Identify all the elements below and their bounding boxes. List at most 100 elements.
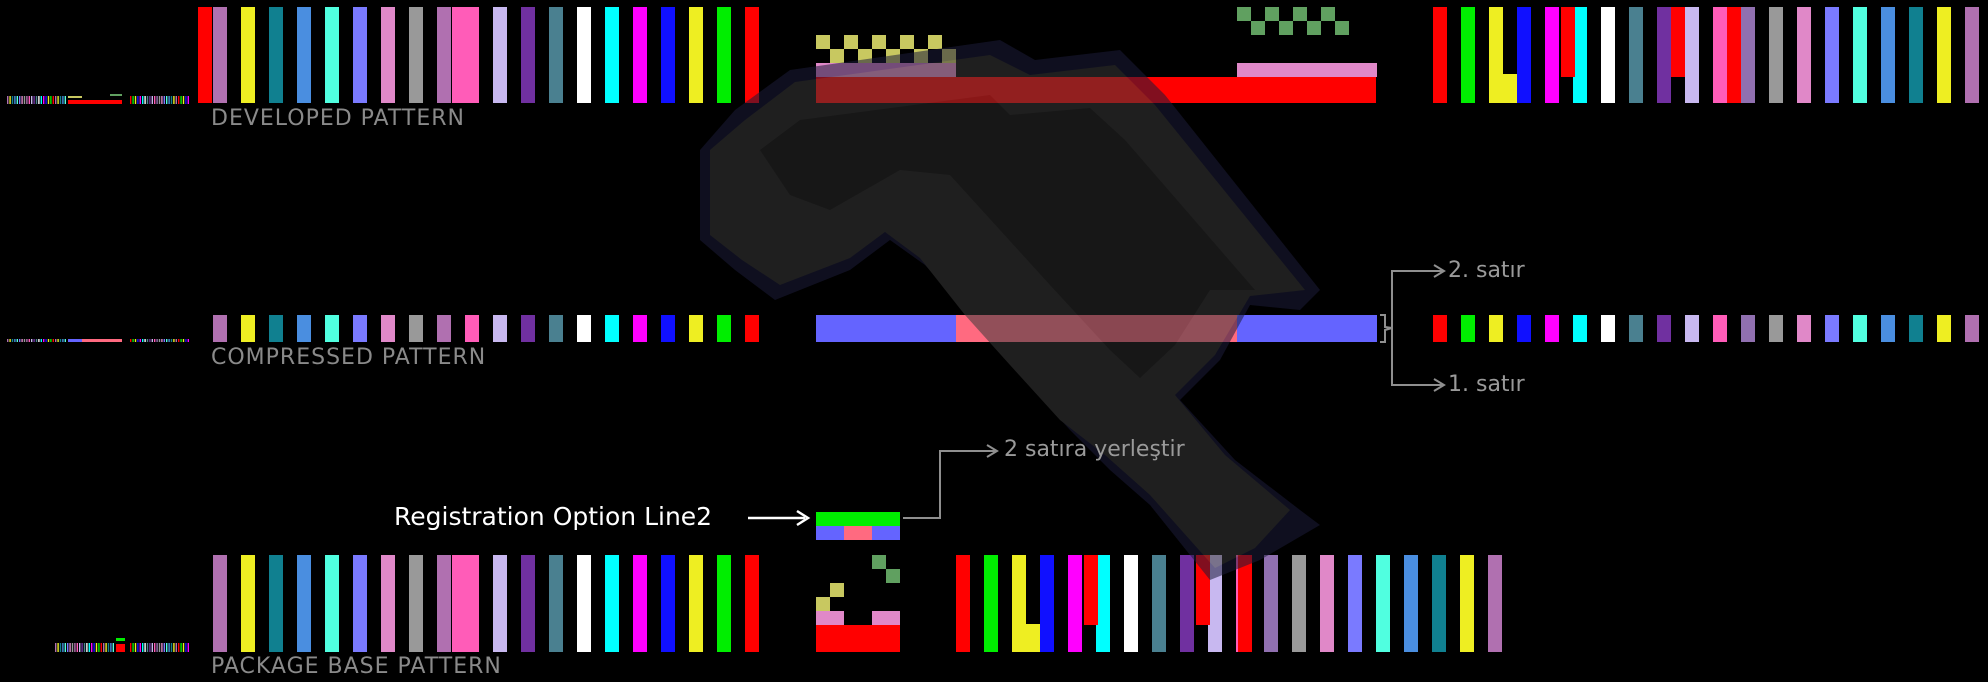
base-stripe bbox=[1238, 555, 1252, 652]
comp-bar-blue bbox=[1237, 315, 1377, 342]
base-stripe bbox=[1432, 555, 1446, 652]
thumb-stripe bbox=[159, 643, 160, 652]
dev-stripe bbox=[1713, 7, 1727, 103]
thumb-stripe bbox=[103, 643, 104, 652]
package-base-pattern-row bbox=[213, 512, 1502, 652]
thumb-stripe bbox=[171, 96, 172, 104]
base-stripe bbox=[633, 555, 647, 652]
watermark-logo bbox=[700, 40, 1320, 580]
comp-stripe bbox=[409, 315, 423, 342]
comp-stripe bbox=[1825, 315, 1839, 342]
thumb-stripe bbox=[132, 643, 133, 652]
dev-stripe bbox=[1853, 7, 1867, 103]
comp-stripe bbox=[745, 315, 759, 342]
comp-stripe bbox=[1881, 315, 1895, 342]
thumb-stripe bbox=[156, 339, 157, 342]
thumb-stripe bbox=[168, 643, 169, 652]
thumb-stripe bbox=[166, 643, 167, 652]
base-stripe bbox=[661, 555, 675, 652]
thumb-stripe bbox=[144, 96, 145, 104]
thumb-stripe bbox=[164, 96, 165, 104]
thumb-stripe bbox=[178, 643, 179, 652]
dev-stripe bbox=[1461, 7, 1475, 103]
checker-cell bbox=[872, 35, 886, 49]
thumb-stripe bbox=[57, 339, 58, 342]
base-stripe bbox=[689, 555, 703, 652]
thumb-stripe bbox=[185, 96, 186, 104]
dev-stripe bbox=[1629, 7, 1643, 103]
thumb-stripe bbox=[9, 96, 10, 104]
thumb-stripe bbox=[147, 643, 148, 652]
thumb-stripe bbox=[65, 643, 66, 652]
thumb-stripe bbox=[41, 96, 42, 104]
dev-block bbox=[1237, 63, 1377, 77]
thumb-stripe bbox=[149, 339, 150, 342]
dev-stripe bbox=[521, 7, 535, 103]
checker-cell bbox=[844, 35, 858, 49]
thumb-stripe bbox=[147, 96, 148, 104]
comp-stripe bbox=[717, 315, 731, 342]
thumb-stripe bbox=[33, 96, 34, 104]
thumb-stripe bbox=[65, 96, 66, 104]
comp-stripe bbox=[633, 315, 647, 342]
comp-stripe bbox=[1461, 315, 1475, 342]
thumb-stripe bbox=[21, 339, 22, 342]
comp-stripe bbox=[1545, 315, 1559, 342]
checker-cell bbox=[1321, 7, 1335, 21]
thumb-block bbox=[68, 100, 122, 104]
base-block bbox=[830, 583, 844, 597]
thumb-stripe bbox=[178, 96, 179, 104]
base-stripe bbox=[1460, 555, 1474, 652]
thumb-stripe bbox=[45, 96, 46, 104]
thumb-stripe bbox=[69, 643, 70, 652]
thumb-stripe bbox=[96, 643, 97, 652]
thumb-block bbox=[116, 638, 125, 641]
dev-stripe bbox=[493, 7, 507, 103]
base-stripe bbox=[493, 555, 507, 652]
dev-stripe bbox=[717, 7, 731, 103]
comp-stripe bbox=[465, 315, 479, 342]
thumb-stripe bbox=[183, 96, 184, 104]
dev-stripe bbox=[1909, 7, 1923, 103]
thumb-stripe bbox=[188, 96, 189, 104]
base-stripe bbox=[1068, 555, 1082, 652]
compressed-pattern-label: COMPRESSED PATTERN bbox=[211, 345, 486, 370]
thumb-stripe bbox=[55, 339, 56, 342]
thumb-stripe bbox=[178, 339, 179, 342]
comp-stripe bbox=[269, 315, 283, 342]
thumb-stripe bbox=[188, 339, 189, 342]
base-stripe bbox=[1084, 555, 1098, 625]
base-stripe bbox=[297, 555, 311, 652]
base-stripe bbox=[1096, 555, 1110, 652]
dev-stripe bbox=[1797, 7, 1811, 103]
thumb-stripe bbox=[130, 643, 131, 652]
checker-cell bbox=[900, 35, 914, 49]
thumb-block bbox=[116, 644, 125, 652]
thumb-stripe bbox=[132, 339, 133, 342]
thumb-stripe bbox=[144, 339, 145, 342]
thumb-stripe bbox=[140, 96, 141, 104]
thumb-stripe bbox=[81, 643, 82, 652]
dev-stripe bbox=[605, 7, 619, 103]
base-stripe bbox=[269, 555, 283, 652]
thumb-stripe bbox=[188, 643, 189, 652]
dev-stripe bbox=[1561, 7, 1575, 77]
comp-stripe bbox=[605, 315, 619, 342]
comp-stripe bbox=[1769, 315, 1783, 342]
dev-stripe bbox=[1937, 7, 1951, 103]
thumb-stripe bbox=[185, 643, 186, 652]
arrow-place bbox=[903, 451, 995, 518]
thumb-stripe bbox=[166, 339, 167, 342]
thumb-stripe bbox=[50, 96, 51, 104]
thumb-stripe bbox=[12, 339, 13, 342]
thumb-block bbox=[68, 339, 82, 342]
thumb-stripe bbox=[168, 339, 169, 342]
thumb-stripe bbox=[36, 339, 37, 342]
thumb-stripe bbox=[86, 643, 87, 652]
thumb-stripe bbox=[144, 643, 145, 652]
thumb-stripe bbox=[113, 643, 114, 652]
thumb-stripe bbox=[152, 339, 153, 342]
registration-option-label: Registration Option Line2 bbox=[394, 502, 712, 531]
comp-stripe bbox=[689, 315, 703, 342]
base-block bbox=[872, 555, 886, 569]
